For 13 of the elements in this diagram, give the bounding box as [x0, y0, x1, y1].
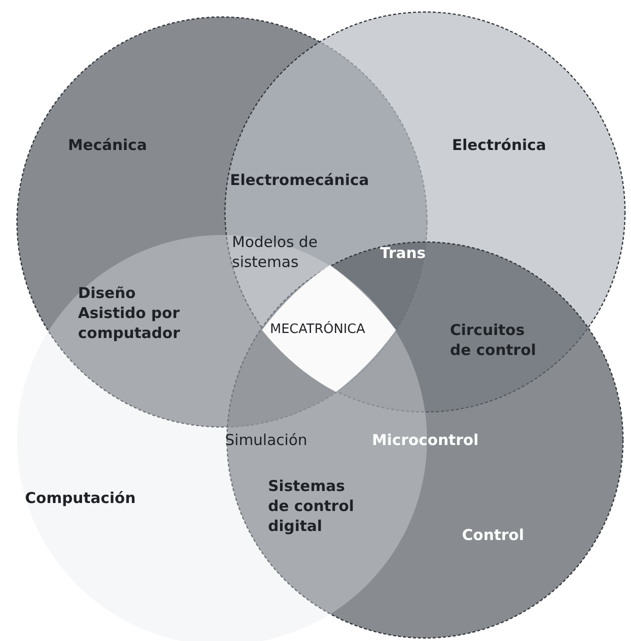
region-label: Trans [380, 243, 426, 263]
region-label: Simulación [225, 430, 308, 450]
region-label: Circuitos de control [450, 320, 538, 360]
region-label: Modelos de sistemas [232, 232, 319, 272]
region-label: Diseño Asistido por computador [78, 283, 181, 343]
region-label: Sistemas de control digital [268, 476, 356, 536]
circle-label: Electrónica [452, 135, 546, 155]
circle-label: Computación [25, 488, 136, 508]
circle-label: Control [462, 525, 524, 545]
center-label: MECATRÓNICA [270, 320, 366, 339]
circle-label: Mecánica [68, 135, 147, 155]
region-label: Electromecánica [230, 170, 369, 190]
region-label: Microcontrol [372, 430, 479, 450]
